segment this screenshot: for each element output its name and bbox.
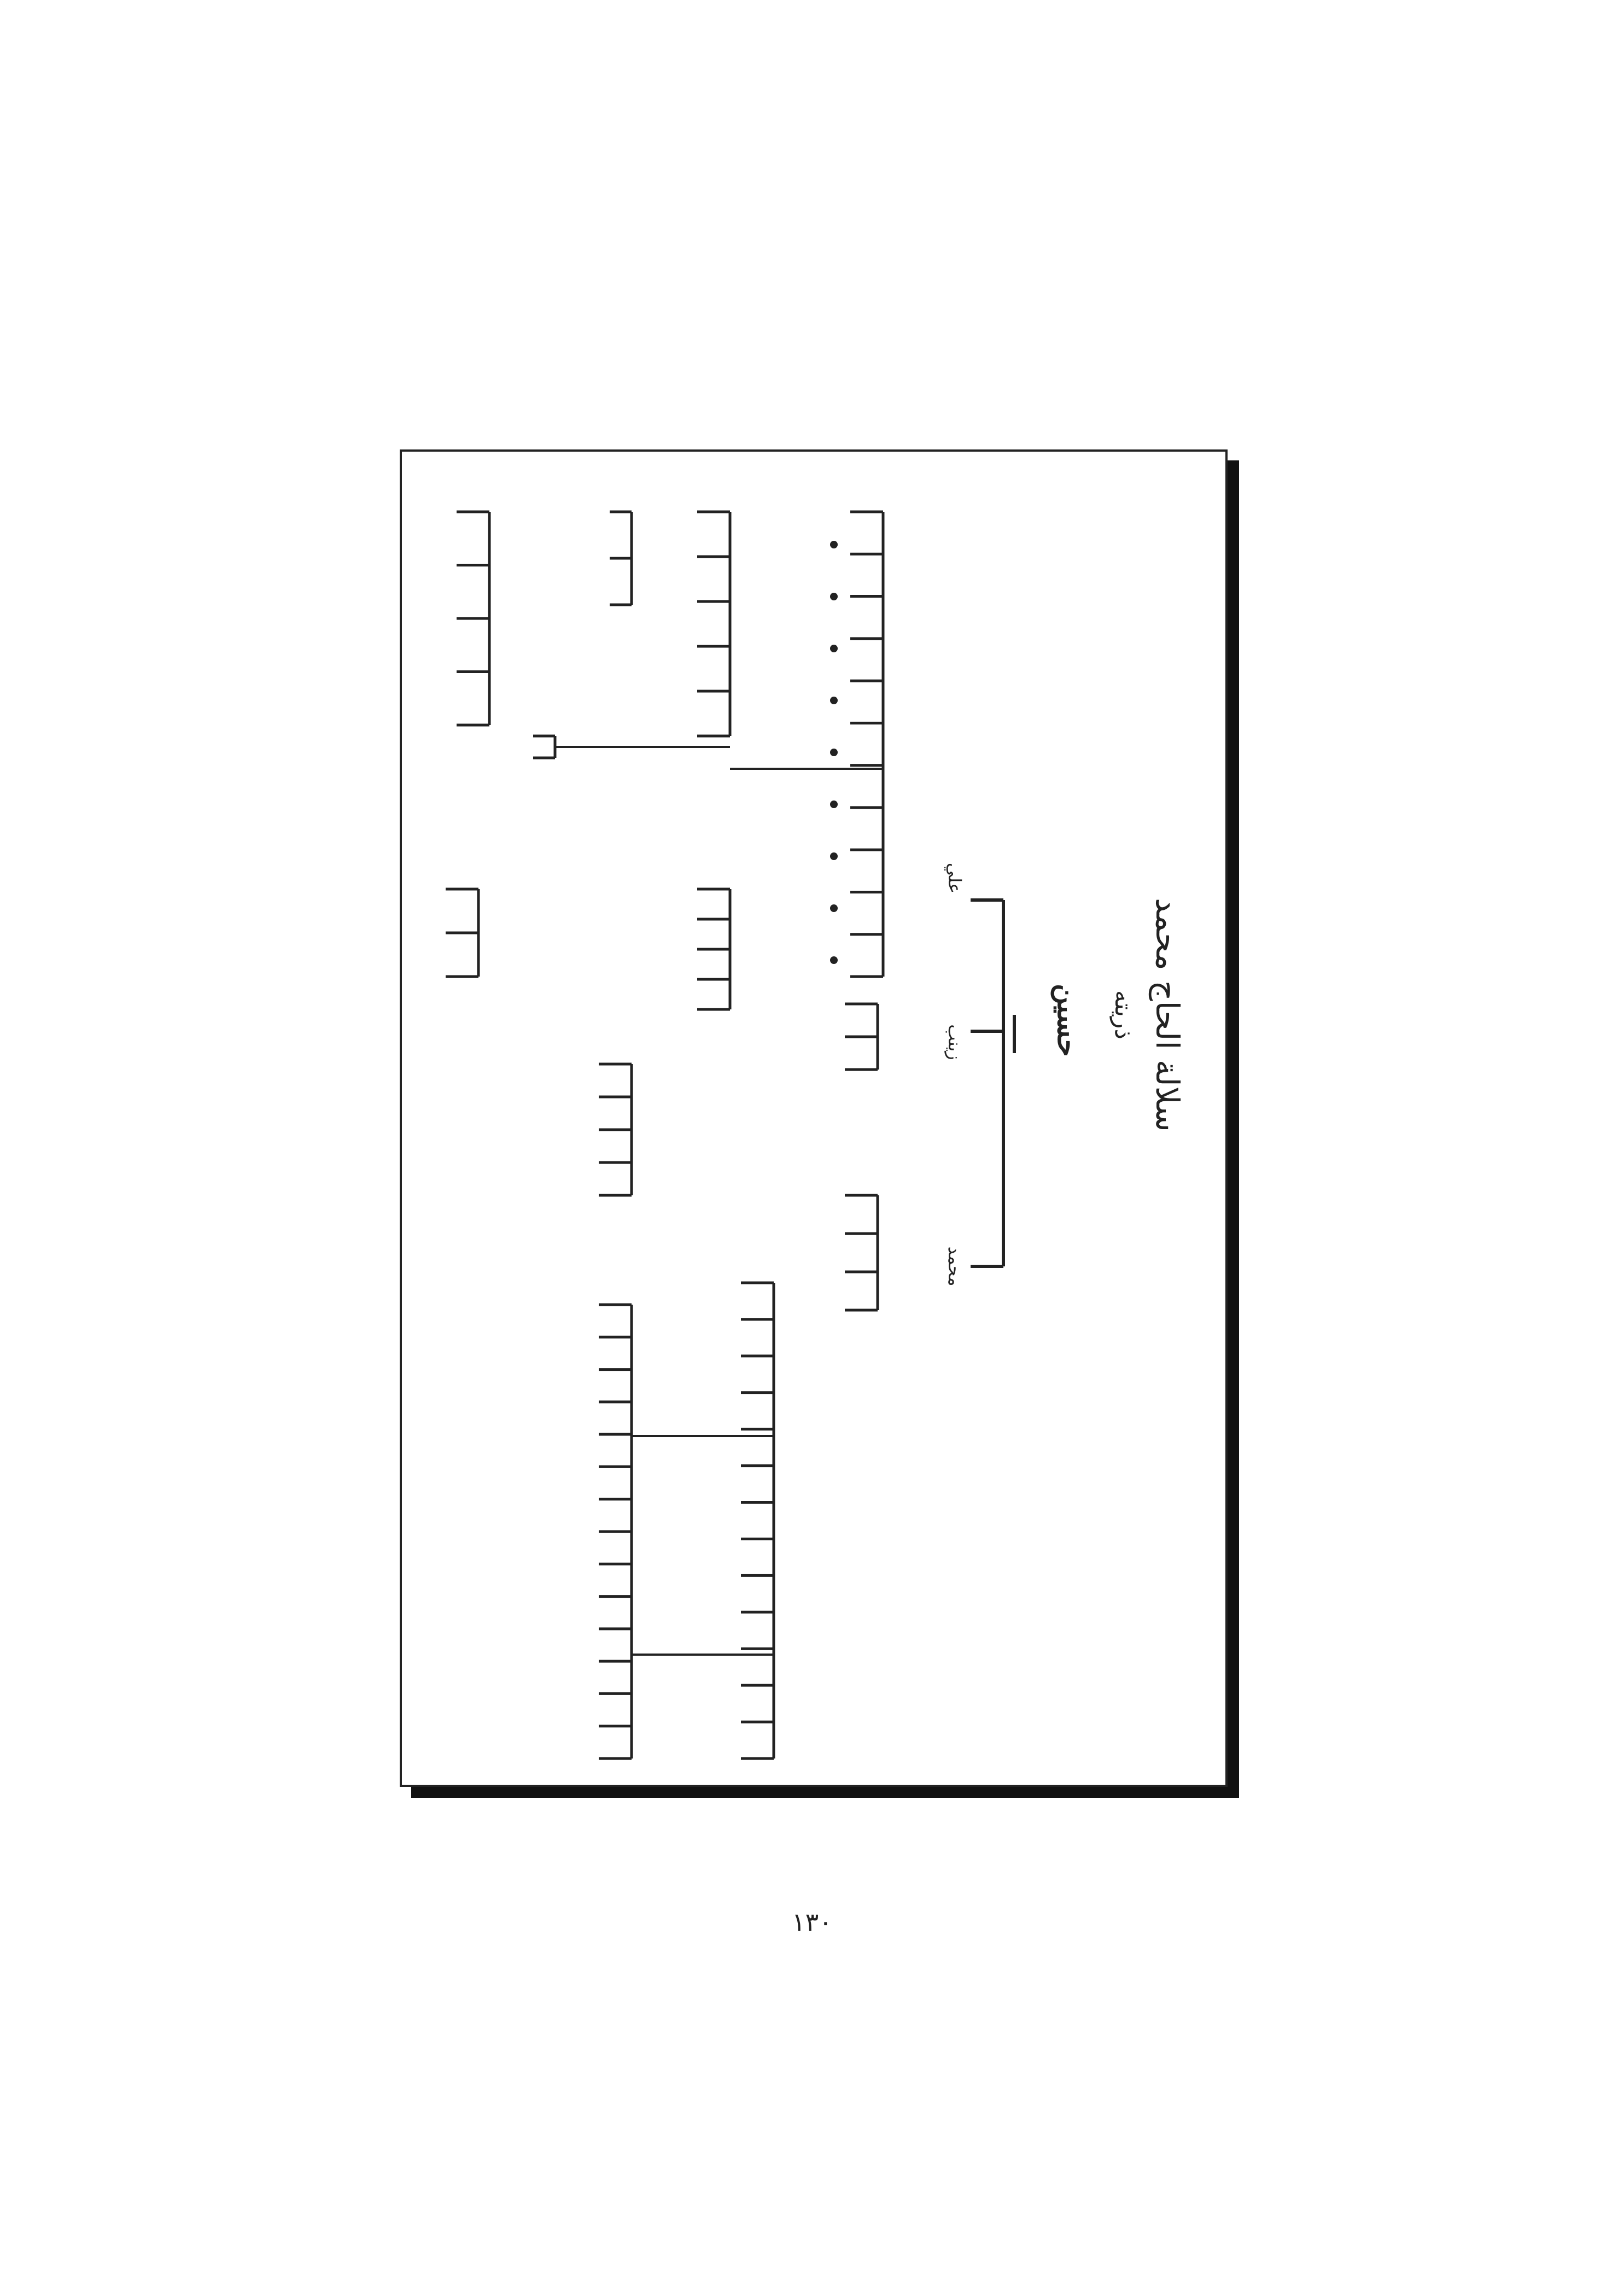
tree-marker-dot bbox=[830, 541, 838, 548]
tree-marker-dot bbox=[830, 801, 838, 808]
root-name: حسين bbox=[1050, 984, 1084, 1057]
tree-marker-dot bbox=[830, 645, 838, 652]
family-tree-frame: سلالة الحاج محمد ذريته حسين علي زينب محم… bbox=[400, 449, 1228, 1787]
child-name-ali: علي bbox=[944, 863, 965, 893]
tree-subtitle: ذريته bbox=[1109, 990, 1137, 1039]
tree-marker-dot bbox=[830, 956, 838, 964]
tree-marker-dot bbox=[830, 749, 838, 756]
child-name-zainab: زينب bbox=[944, 1024, 965, 1060]
tree-title: سلالة الحاج محمد bbox=[1148, 898, 1186, 1132]
tree-marker-dot bbox=[830, 904, 838, 912]
child-name-mohammed: محمد bbox=[944, 1246, 965, 1286]
tree-marker-dot bbox=[830, 593, 838, 600]
tree-labels: سلالة الحاج محمد ذريته حسين علي زينب محم… bbox=[944, 863, 1186, 1287]
family-tree: سلالة الحاج محمد ذريته حسين علي زينب محم… bbox=[446, 510, 1186, 1760]
tree-marker-dot bbox=[830, 852, 838, 860]
tree-marker-dot bbox=[830, 697, 838, 704]
tree-lines bbox=[446, 510, 1016, 1760]
page-number: ١٣٠ bbox=[791, 1907, 833, 1937]
